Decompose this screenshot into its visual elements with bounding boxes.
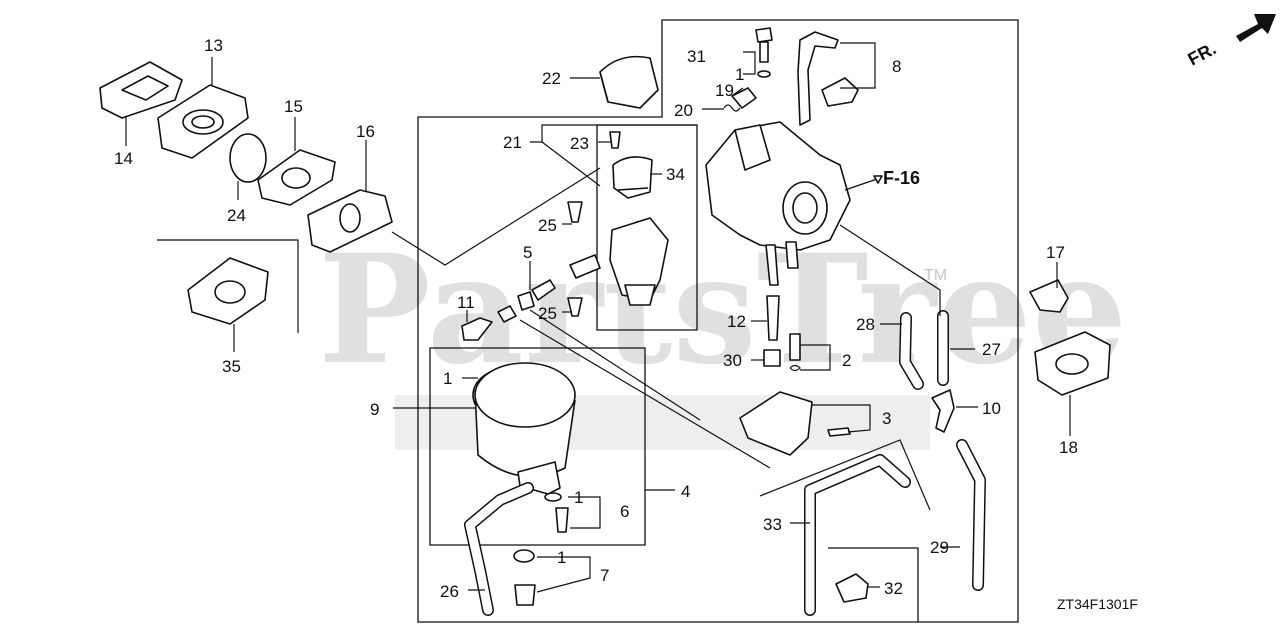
callout-22: 22 (542, 69, 561, 88)
front-label: FR. (1184, 38, 1219, 69)
screw-23 (609, 131, 621, 149)
callout-8: 8 (892, 57, 901, 76)
callout-labels: 14 13 24 15 16 35 22 31 1 19 20 8 21 23 … (114, 36, 1078, 601)
callout-21: 21 (503, 133, 522, 152)
callout-6: 6 (620, 502, 629, 521)
callout-25-upper: 25 (538, 216, 557, 235)
callout-20: 20 (674, 101, 693, 120)
diagram-code: ZT34F1301F (1057, 596, 1138, 612)
callout-1-top: 1 (735, 65, 744, 84)
callout-2: 2 (842, 351, 851, 370)
pilot-screw-31 (755, 27, 773, 63)
link-19 (731, 87, 757, 109)
callout-27: 27 (982, 340, 1001, 359)
gasket-14 (99, 61, 183, 119)
cap-22 (599, 55, 659, 109)
callout-24: 24 (227, 206, 246, 225)
solenoid-34 (612, 156, 653, 199)
callout-30: 30 (723, 351, 742, 370)
callout-26: 26 (440, 582, 459, 601)
insulator-13 (157, 84, 249, 159)
float-3 (739, 391, 851, 456)
callout-29: 29 (930, 538, 949, 557)
callout-25-lower: 25 (538, 304, 557, 323)
callout-11: 11 (457, 293, 475, 312)
washer-6 (544, 492, 562, 502)
float-needle-12 (766, 295, 780, 341)
callout-32: 32 (884, 579, 903, 598)
callout-7: 7 (600, 566, 609, 585)
callout-34: 34 (666, 165, 685, 184)
o-ring-24 (229, 133, 267, 183)
clip-17 (1029, 279, 1069, 313)
callout-28: 28 (856, 315, 875, 334)
main-jet-5 (531, 254, 601, 301)
leader-16-main (391, 167, 601, 266)
plate-16 (307, 189, 393, 253)
callout-3: 3 (882, 409, 891, 428)
reference-label: F-16 (883, 168, 920, 188)
washer-11 (497, 305, 517, 323)
leader-lines (125, 42, 1071, 593)
callout-1-chamber: 1 (443, 369, 452, 388)
callout-10: 10 (982, 399, 1001, 418)
joint-15 (257, 149, 336, 206)
f16-arrow (873, 175, 883, 184)
spring-20 (723, 104, 741, 112)
drain-screw-11 (461, 317, 493, 341)
gasket-35 (187, 257, 269, 325)
watermark-text: PartsTree (318, 222, 1127, 398)
carburetor-body (705, 121, 851, 286)
callout-19: 19 (715, 81, 734, 100)
callout-1-bolt7: 1 (557, 548, 566, 567)
callout-18: 18 (1059, 438, 1078, 457)
fuel-joint-10 (931, 389, 955, 433)
washer-7 (513, 549, 535, 563)
callout-17: 17 (1046, 243, 1065, 262)
gasket-18 (1034, 331, 1111, 396)
main-assembly-outline (417, 19, 1019, 623)
leader-f16 (844, 177, 881, 191)
callout-13: 13 (204, 36, 223, 55)
housing-under-solenoid (609, 217, 669, 306)
nozzle-5 (517, 291, 535, 311)
jet-30 (763, 349, 781, 367)
callout-15: 15 (284, 97, 303, 116)
callout-9: 9 (370, 400, 379, 419)
front-direction-indicator: FR. (1184, 14, 1276, 70)
callout-14: 14 (114, 149, 133, 168)
washer-1-top (757, 70, 771, 78)
gasket-group-line (157, 239, 299, 333)
float-chamber-9 (472, 362, 576, 495)
watermark-trademark: TM (924, 267, 947, 284)
callout-12: 12 (727, 312, 746, 331)
callout-5: 5 (523, 243, 532, 262)
callout-1-bolt6: 1 (574, 488, 583, 507)
callout-35: 35 (222, 357, 241, 376)
needle-2 (789, 333, 801, 361)
callout-31: 31 (687, 47, 706, 66)
callout-23: 23 (570, 134, 589, 153)
bolt-6 (555, 507, 569, 533)
callout-4: 4 (681, 482, 690, 501)
callout-33: 33 (763, 515, 782, 534)
spring-2 (789, 364, 801, 372)
clip-box (828, 547, 919, 622)
screw-25-upper (567, 201, 583, 223)
callout-16: 16 (356, 122, 375, 141)
bolt-7 (514, 584, 536, 606)
lever-8 (797, 31, 859, 126)
clip-32 (835, 573, 869, 603)
float-chamber-box (429, 347, 646, 546)
